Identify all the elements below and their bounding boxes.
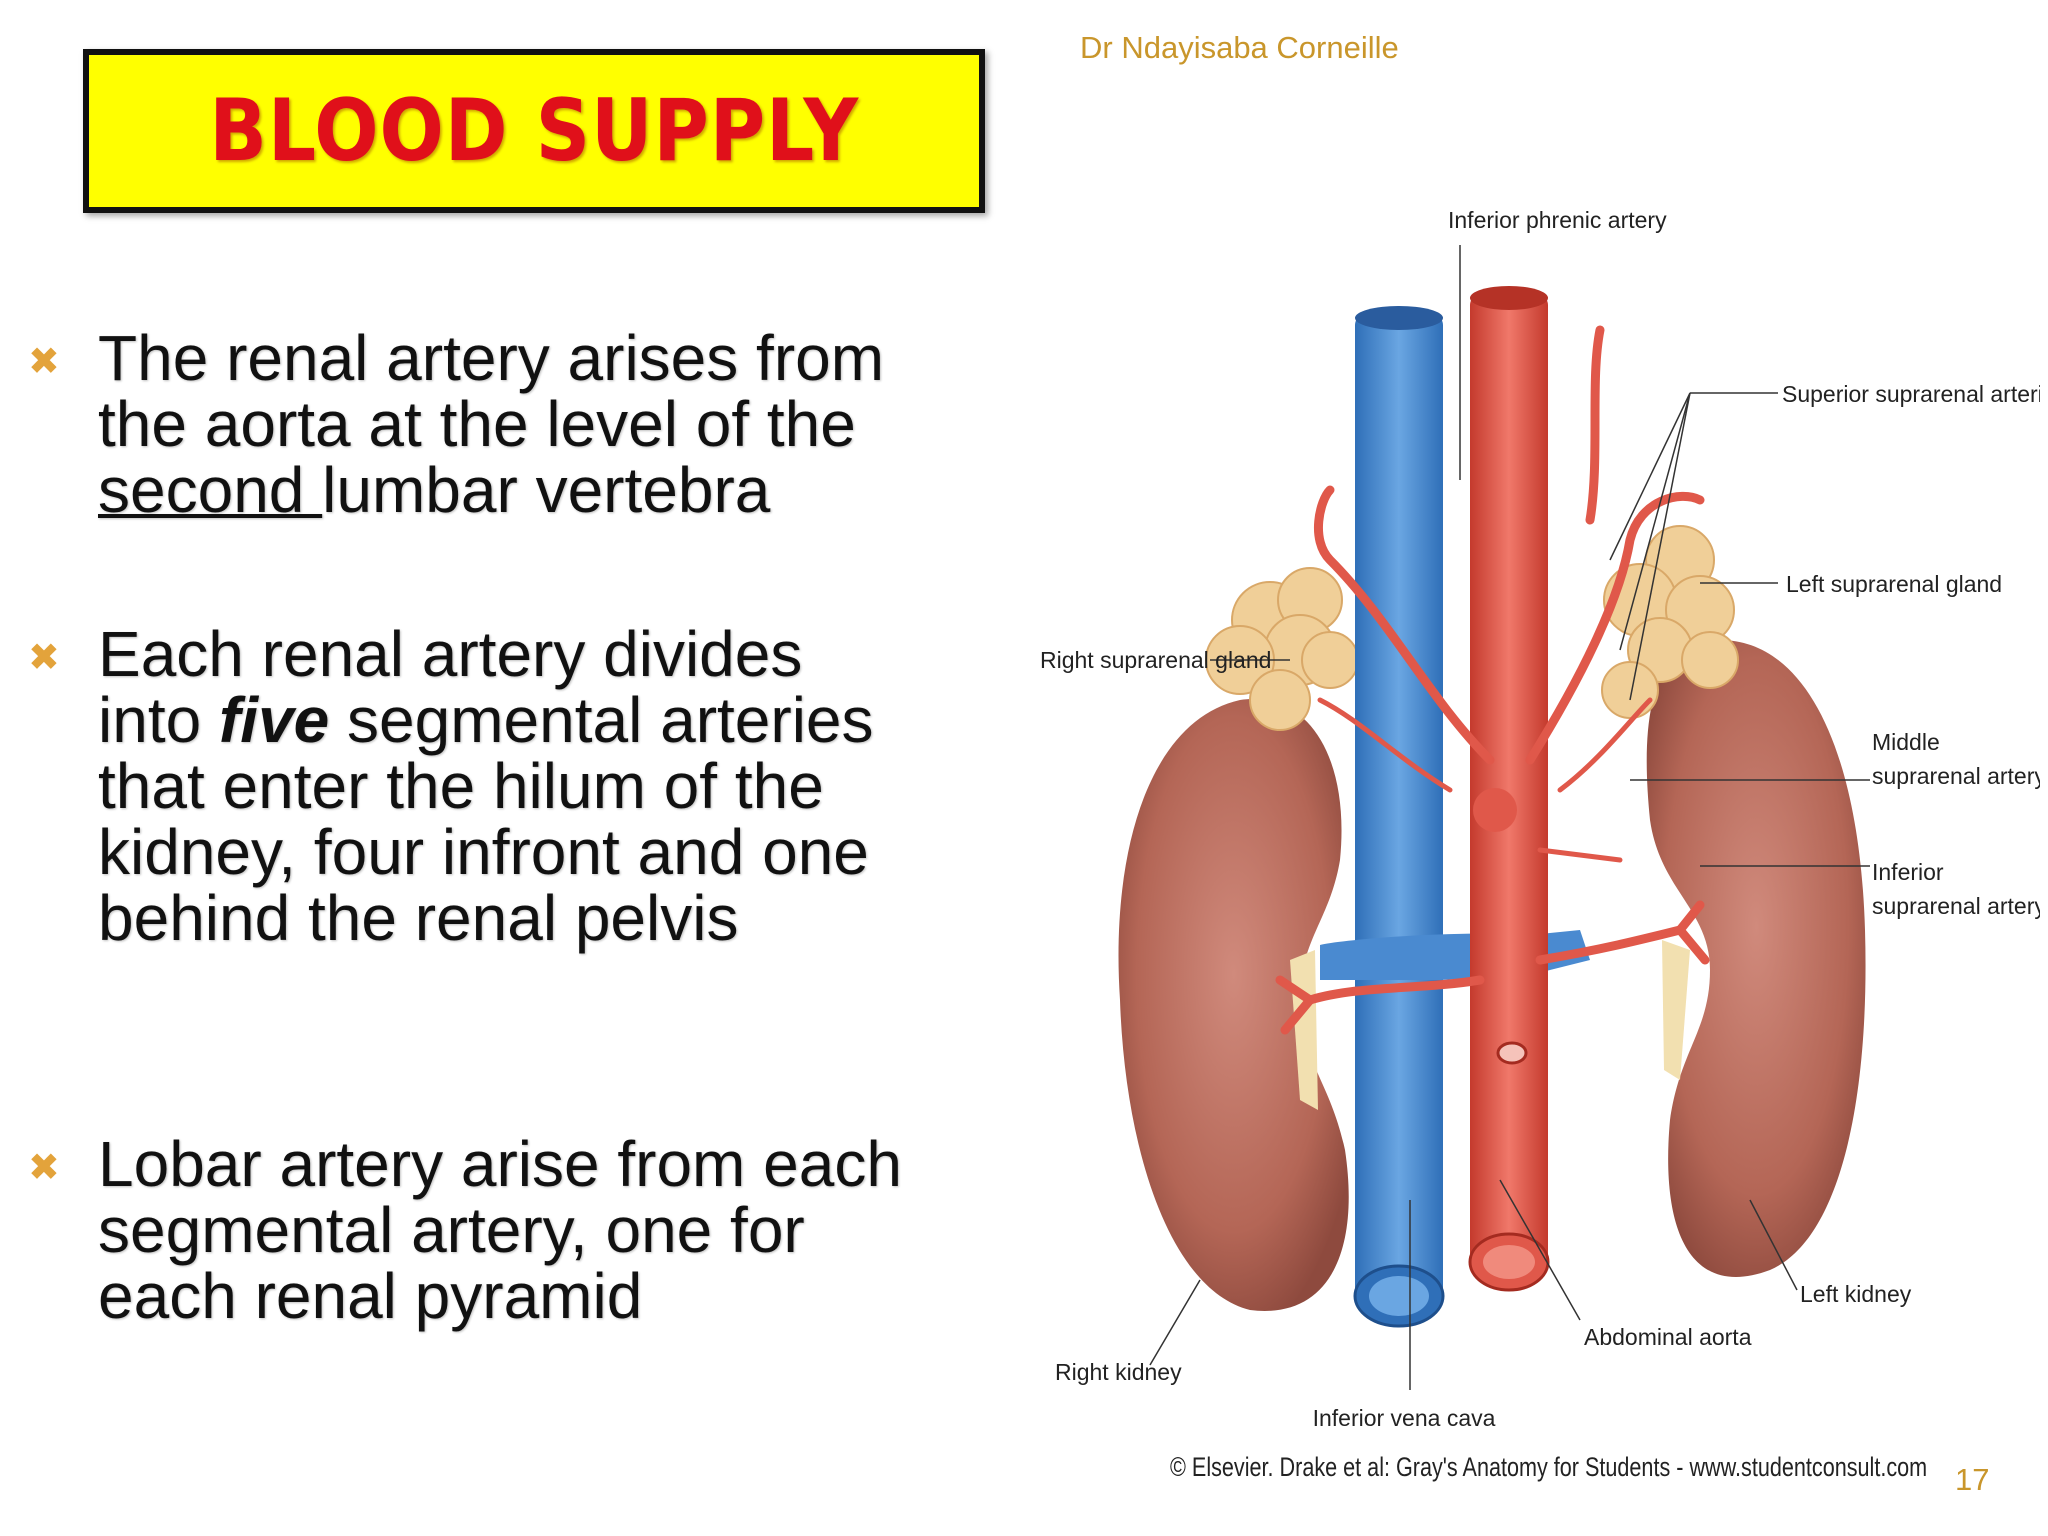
emphasized-word: five xyxy=(218,684,330,756)
abdominal-aorta-shape xyxy=(1470,295,1548,1270)
label-right-suprarenal-gland: Right suprarenal gland xyxy=(1040,647,1271,673)
label-inferior-suprarenal-artery: suprarenal artery xyxy=(1872,893,2040,919)
underlined-word: second xyxy=(98,454,323,526)
bullet-line: segmental arteries xyxy=(329,684,874,756)
bullet-text: Each renal artery divides into five segm… xyxy=(98,621,998,951)
slide-title: BLOOD SUPPLY xyxy=(209,81,859,181)
label-inferior-phrenic-artery: Inferior phrenic artery xyxy=(1448,207,1667,233)
bullet-text: Lobar artery arise from each segmental a… xyxy=(98,1131,998,1329)
x-mark-bullet-icon: ✖ xyxy=(28,635,60,679)
bullet-line: that enter the hilum of the xyxy=(98,750,824,822)
bullet-line: lumbar vertebra xyxy=(322,454,771,526)
bullet-line: The renal artery arises from xyxy=(98,322,885,394)
left-kidney-shape xyxy=(1646,640,1866,1277)
x-mark-bullet-icon: ✖ xyxy=(28,1145,60,1189)
bullet-line: Each renal artery divides xyxy=(98,618,803,690)
right-kidney-shape xyxy=(1118,699,1349,1311)
title-box: BLOOD SUPPLY xyxy=(83,49,985,213)
label-middle-suprarenal-artery: Middle xyxy=(1872,729,1940,755)
x-mark-bullet-icon: ✖ xyxy=(28,339,60,383)
bullet-text: The renal artery arises from the aorta a… xyxy=(98,325,998,523)
bullet-line: the aorta at the level of the xyxy=(98,388,856,460)
kidney-blood-supply-illustration: Inferior phrenic artery Superior suprare… xyxy=(1040,207,2040,1431)
image-credit: © Elsevier. Drake et al: Gray's Anatomy … xyxy=(1170,1452,1928,1482)
label-left-kidney: Left kidney xyxy=(1800,1281,1912,1307)
author-name: Dr Ndayisaba Corneille xyxy=(1080,30,1399,65)
bullet-line: Lobar artery arise from each xyxy=(98,1128,902,1200)
label-superior-suprarenal-arteries: Superior suprarenal arteries xyxy=(1782,381,2040,407)
inferior-vena-cava-shape xyxy=(1355,315,1443,1300)
right-suprarenal-gland-shape xyxy=(1205,567,1359,731)
bullet-line: kidney, four infront and one xyxy=(98,816,869,888)
page-number: 17 xyxy=(1955,1462,1990,1497)
label-left-suprarenal-gland: Left suprarenal gland xyxy=(1786,571,2002,597)
label-middle-suprarenal-artery: suprarenal artery xyxy=(1872,763,2040,789)
label-inferior-vena-cava: Inferior vena cava xyxy=(1313,1405,1496,1431)
bullet-line: behind the renal pelvis xyxy=(98,882,739,954)
bullet-line: each renal pyramid xyxy=(98,1260,643,1332)
bullet-line: into xyxy=(98,684,219,756)
label-abdominal-aorta: Abdominal aorta xyxy=(1584,1324,1752,1350)
label-right-kidney: Right kidney xyxy=(1055,1359,1182,1385)
label-inferior-suprarenal-artery: Inferior xyxy=(1872,859,1944,885)
bullet-line: segmental artery, one for xyxy=(98,1194,805,1266)
